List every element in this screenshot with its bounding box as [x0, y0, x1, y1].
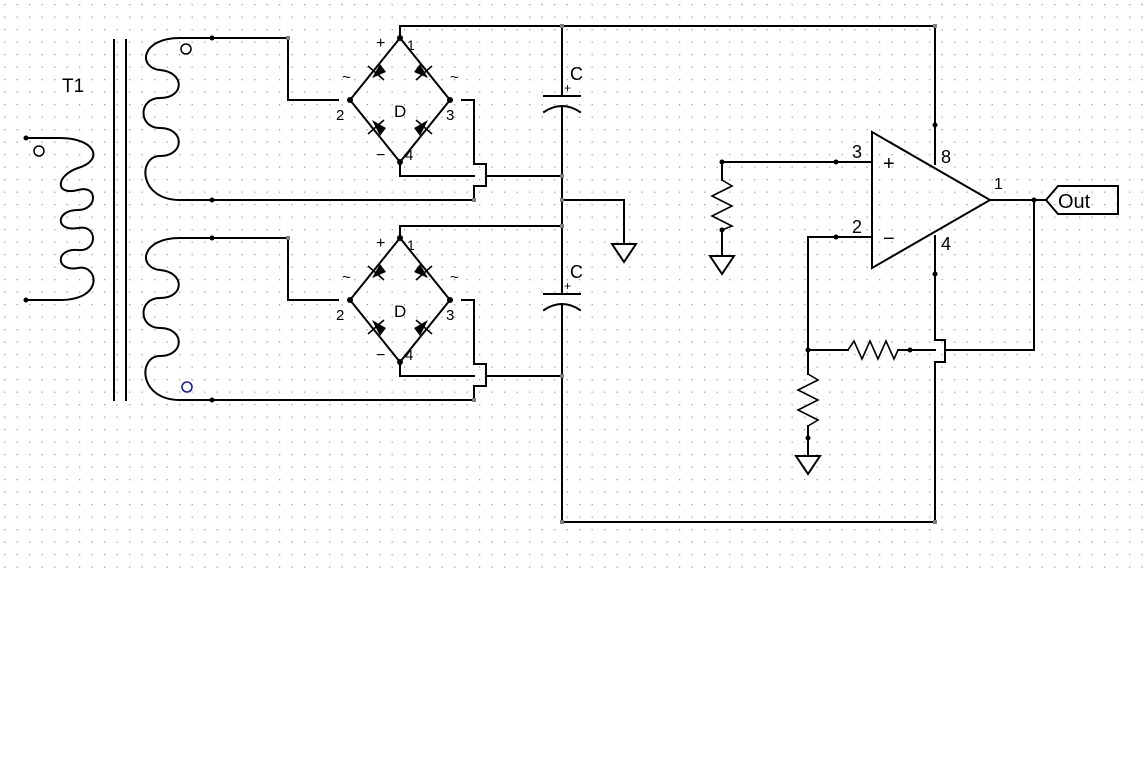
bridge-upper-label: D — [394, 102, 406, 121]
output-port[interactable]: Out — [1044, 185, 1119, 215]
opamp-pin4-label: 4 — [941, 234, 951, 254]
output-net — [989, 197, 1047, 203]
opamp-pin8-label: 8 — [941, 147, 951, 167]
opamp-minus-sign: − — [883, 228, 895, 250]
bridge-rectifier-upper[interactable]: D + − ~ ~ 1 2 3 4 — [336, 35, 459, 165]
output-port-label: Out — [1058, 191, 1091, 213]
capacitor-upper[interactable]: C + — [542, 25, 583, 227]
bridge-upper-ac-left: ~ — [342, 69, 351, 86]
bridge-upper-plus: + — [376, 35, 385, 52]
opamp-plus-sign: + — [883, 153, 895, 175]
bridge-lower-ac-right: ~ — [450, 269, 459, 286]
resistor-noninverting-input[interactable] — [708, 159, 873, 276]
pin-markers — [286, 24, 937, 524]
feedback-network[interactable] — [794, 199, 1035, 476]
bridge-lower-ac-left: ~ — [342, 269, 351, 286]
capacitor-lower[interactable]: C + — [542, 225, 583, 523]
grid-background — [0, 0, 1148, 575]
opamp-pin2-label: 2 — [852, 217, 862, 237]
bridge-lower-minus: − — [376, 347, 385, 364]
transformer-label: T1 — [62, 76, 84, 97]
bridge-rectifier-lower[interactable]: D + − ~ ~ 1 2 3 4 — [336, 235, 459, 365]
secondary-lower-polarity-dot — [181, 381, 193, 393]
bridge-lower-pin3: 3 — [446, 307, 454, 324]
bridge-lower-plus: + — [376, 235, 385, 252]
bridge-upper-minus: − — [376, 147, 385, 164]
ground-center-tap — [561, 199, 638, 264]
bridge-lower-pin2: 2 — [336, 307, 344, 324]
bridge-lower-label: D — [394, 302, 406, 321]
bridge-upper-pin1: 1 — [407, 37, 415, 53]
bridge-upper-pin4: 4 — [405, 147, 413, 164]
opamp-pin3-label: 3 — [852, 142, 862, 162]
opamp-pin1-label: 1 — [994, 176, 1003, 193]
bridge-lower-pin1: 1 — [407, 237, 415, 253]
bridge-lower-pin4: 4 — [405, 347, 413, 364]
opamp[interactable]: + − 3 2 8 4 1 — [852, 122, 1003, 277]
bridge-upper-ac-right: ~ — [450, 69, 459, 86]
capacitor-upper-label: C — [570, 64, 583, 84]
primary-polarity-dot — [33, 145, 45, 157]
capacitor-lower-label: C — [570, 262, 583, 282]
bridge-upper-pin2: 2 — [336, 107, 344, 124]
capacitor-upper-polarity: + — [564, 81, 571, 95]
wires-upper-rectifier — [211, 25, 936, 201]
capacitor-lower-polarity: + — [564, 279, 571, 293]
bridge-upper-pin3: 3 — [446, 107, 454, 124]
wires-lower-rectifier — [211, 225, 563, 401]
secondary-upper-polarity-dot — [180, 43, 192, 55]
transformer-t1[interactable]: T1 — [23, 35, 215, 403]
